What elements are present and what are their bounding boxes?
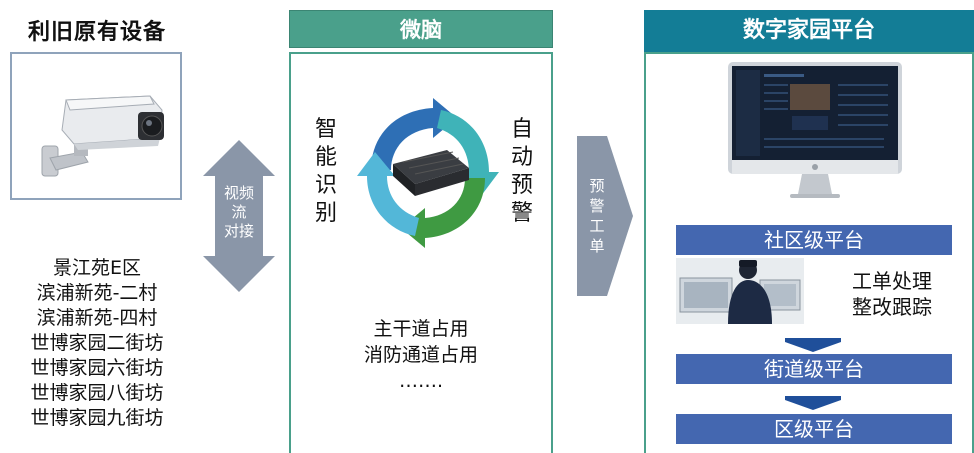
vertical-char: 动 bbox=[510, 145, 533, 170]
right-arrow-icon bbox=[577, 136, 633, 296]
micro-brain-header: 微脑 bbox=[289, 10, 553, 48]
auto-alert-label: 自 动 预 警 bbox=[509, 116, 535, 228]
community-platform-bar: 社区级平台 bbox=[676, 225, 952, 255]
work-order-line: 整改跟踪 bbox=[852, 295, 932, 319]
vertical-char: 预 bbox=[510, 173, 533, 198]
down-arrow-icon bbox=[785, 396, 841, 410]
vertical-char: 警 bbox=[510, 201, 533, 226]
micro-brain-items: 主干道占用 消防通道占用 ……. bbox=[289, 316, 553, 394]
micro-brain-panel bbox=[289, 52, 553, 453]
location-item: 景江苑E区 bbox=[52, 257, 141, 279]
original-devices-title: 利旧原有设备 bbox=[27, 20, 166, 45]
work-order-text: 工单处理 整改跟踪 bbox=[832, 268, 952, 320]
detection-item: 消防通道占用 bbox=[363, 344, 478, 366]
location-list: 景江苑E区 滨浦新苑-二村 滨浦新苑-四村 世博家园二街坊 世博家园六街坊 世博… bbox=[0, 256, 194, 431]
digital-platform-panel bbox=[644, 52, 974, 453]
cycle-arrows-icon bbox=[357, 98, 499, 248]
video-link-label: 视频 流 对接 bbox=[212, 184, 266, 241]
vertical-char: 别 bbox=[314, 201, 337, 226]
smart-recognition-label: 智 能 识 别 bbox=[313, 116, 339, 228]
vertical-char: 单 bbox=[589, 237, 605, 255]
vertical-char: 工 bbox=[589, 217, 605, 235]
vertical-char: 预 bbox=[589, 177, 605, 195]
vertical-char: 能 bbox=[314, 145, 337, 170]
monitor-icon bbox=[728, 62, 902, 198]
location-item: 世博家园九街坊 bbox=[30, 407, 164, 429]
alert-order-label: 预 警 工 单 bbox=[585, 176, 609, 256]
video-link-label-line: 对接 bbox=[223, 222, 254, 240]
down-arrow-icon bbox=[785, 338, 841, 352]
vertical-char: 智 bbox=[314, 117, 337, 142]
location-item: 世博家园二街坊 bbox=[30, 332, 164, 354]
video-link-label-line: 流 bbox=[231, 203, 247, 221]
location-item: 滨浦新苑-四村 bbox=[36, 307, 158, 329]
security-camera-icon bbox=[41, 95, 164, 177]
double-arrow-icon bbox=[203, 140, 275, 292]
work-order-line: 工单处理 bbox=[852, 269, 932, 293]
street-platform-bar: 街道级平台 bbox=[676, 354, 952, 384]
video-link-label-line: 视频 bbox=[223, 184, 254, 202]
district-platform-bar: 区级平台 bbox=[676, 414, 952, 444]
detection-item: 主干道占用 bbox=[373, 318, 469, 340]
vertical-char: 警 bbox=[589, 197, 605, 215]
location-item: 世博家园六街坊 bbox=[30, 357, 164, 379]
location-item: 滨浦新苑-二村 bbox=[36, 282, 158, 304]
detection-item: ……. bbox=[398, 370, 444, 392]
location-item: 世博家园八街坊 bbox=[30, 382, 164, 404]
operator-workstation-icon bbox=[676, 258, 804, 324]
vertical-char: 自 bbox=[510, 117, 533, 142]
vertical-char: 识 bbox=[314, 173, 337, 198]
camera-image-box bbox=[10, 52, 182, 200]
digital-platform-header: 数字家园平台 bbox=[644, 10, 974, 52]
